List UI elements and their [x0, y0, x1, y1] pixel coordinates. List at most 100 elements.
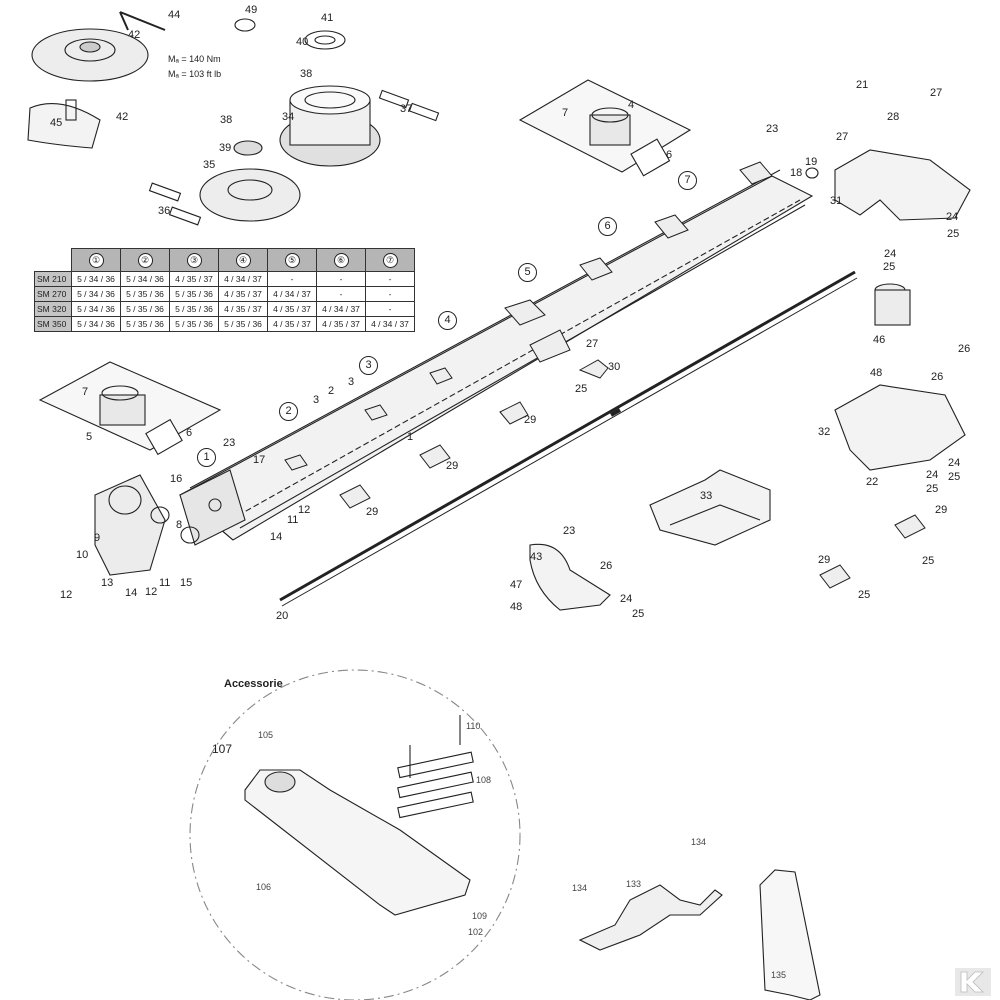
circled-label-6: 6 — [598, 217, 617, 236]
part-label: 109 — [472, 911, 488, 921]
main-gearbox — [94, 474, 200, 576]
part-label: 24 — [946, 211, 959, 223]
table-cell: - — [365, 271, 415, 287]
table-header: ③ — [169, 248, 219, 272]
part-label: 106 — [256, 882, 272, 892]
table-cell: - — [267, 271, 317, 287]
skid-33 — [649, 469, 771, 546]
part-label: 37 — [400, 103, 413, 115]
circled-label-3: 3 — [359, 356, 378, 375]
gearbox-inset-4 — [518, 79, 692, 177]
circled-label-2: 2 — [279, 402, 298, 421]
part-label: 35 — [203, 159, 216, 171]
model-cell: SM 320 — [34, 301, 72, 317]
table-row: SM 210 5 / 34 / 36 5 / 34 / 36 4 / 35 / … — [34, 271, 415, 287]
table-cell: 5 / 34 / 36 — [71, 301, 121, 317]
part-label: 25 — [858, 589, 871, 601]
model-cell: SM 350 — [34, 316, 72, 332]
circled-label-4: 4 — [438, 311, 457, 330]
table-cell: - — [316, 286, 366, 302]
circled-label-7: 7 — [678, 171, 697, 190]
hangers — [339, 359, 926, 589]
part-label: 4 — [628, 99, 635, 111]
part-label: 25 — [575, 383, 588, 395]
disc-assembly-center-top — [148, 18, 440, 226]
table-cell: 5 / 35 / 36 — [120, 316, 170, 332]
part-label: 12 — [145, 586, 158, 598]
part-label: 2 — [328, 385, 335, 397]
part-label: 102 — [468, 927, 484, 937]
table-cell: 4 / 34 / 37 — [218, 271, 268, 287]
part-label: 135 — [771, 970, 787, 980]
part-label: 134 — [572, 883, 588, 893]
part-label: 29 — [935, 504, 948, 516]
part-label: 11 — [159, 577, 171, 589]
part-label: 13 — [101, 577, 114, 589]
part-label: 24 — [926, 469, 939, 481]
part-label: 105 — [258, 730, 274, 740]
part-label: 49 — [245, 4, 258, 16]
table-cell: 5 / 35 / 36 — [120, 286, 170, 302]
part-label: 5 — [86, 431, 93, 443]
part-label: 25 — [922, 555, 935, 567]
part-label: 39 — [219, 142, 232, 154]
table-header: ② — [120, 248, 170, 272]
part-label: 18 — [790, 167, 803, 179]
table-cell: - — [316, 271, 366, 287]
table-cell: 4 / 35 / 37 — [218, 286, 268, 302]
part-label: 42 — [116, 111, 129, 123]
bracket-133 — [578, 884, 723, 951]
skid-43 — [529, 543, 611, 611]
circled-label-1: 1 — [197, 448, 216, 467]
table-cell: 5 / 35 / 36 — [169, 286, 219, 302]
table-row: SM 350 5 / 34 / 36 5 / 35 / 36 5 / 35 / … — [34, 316, 415, 332]
part-label: 107 — [212, 742, 233, 756]
part-label: 10 — [76, 549, 89, 561]
part-label: 31 — [830, 195, 843, 207]
part-label: 42 — [128, 29, 141, 41]
part-label: 25 — [883, 261, 896, 273]
part-label: 25 — [926, 483, 939, 495]
part-label: 23 — [766, 123, 779, 135]
part-label: 7 — [82, 386, 89, 398]
model-cell: SM 210 — [34, 271, 72, 287]
part-label: 3 — [313, 394, 320, 406]
part-label: 32 — [818, 426, 831, 438]
table-cell: 4 / 34 / 37 — [365, 316, 415, 332]
table-cell: 4 / 34 / 37 — [267, 286, 317, 302]
part-label: 19 — [805, 156, 818, 168]
table-cell: 5 / 34 / 36 — [71, 316, 121, 332]
part-label: 26 — [600, 560, 613, 572]
part-label: 25 — [948, 471, 961, 483]
part-label: 16 — [170, 473, 183, 485]
table-cell: 5 / 35 / 36 — [169, 316, 219, 332]
part-label: 6 — [186, 427, 193, 439]
part-label: 14 — [125, 587, 138, 599]
part-label: 27 — [586, 338, 599, 350]
part-label: 29 — [446, 460, 459, 472]
accessory-circle — [189, 669, 521, 1000]
table-cell: 4 / 35 / 37 — [267, 316, 317, 332]
table-cell: 5 / 35 / 36 — [218, 316, 268, 332]
part-label: 12 — [60, 589, 73, 601]
table-cell: 4 / 35 / 37 — [169, 271, 219, 287]
part-label: 38 — [300, 68, 313, 80]
beam-brackets — [284, 161, 773, 471]
part-label: 15 — [180, 577, 193, 589]
torque-ftlb-note: Mₐ = 103 ft lb — [168, 69, 222, 79]
table-row: SM 270 5 / 34 / 36 5 / 35 / 36 5 / 35 / … — [34, 286, 415, 302]
table-header: ⑦ — [365, 248, 415, 272]
part-label: 26 — [958, 343, 971, 355]
part-label: 133 — [626, 879, 642, 889]
table-cell: 5 / 35 / 36 — [120, 301, 170, 317]
part-label: 14 — [270, 531, 283, 543]
part-label: 24 — [620, 593, 633, 605]
table-header: ⑥ — [316, 248, 366, 272]
part-label: 24 — [884, 248, 897, 260]
part-label: 3 — [348, 376, 355, 388]
table-cell: 5 / 34 / 36 — [120, 271, 170, 287]
part-label: 33 — [700, 490, 713, 502]
torque-nm-note: Mₐ = 140 Nm — [168, 54, 221, 64]
part-label: 29 — [366, 506, 379, 518]
part-label: 110 — [466, 721, 481, 731]
